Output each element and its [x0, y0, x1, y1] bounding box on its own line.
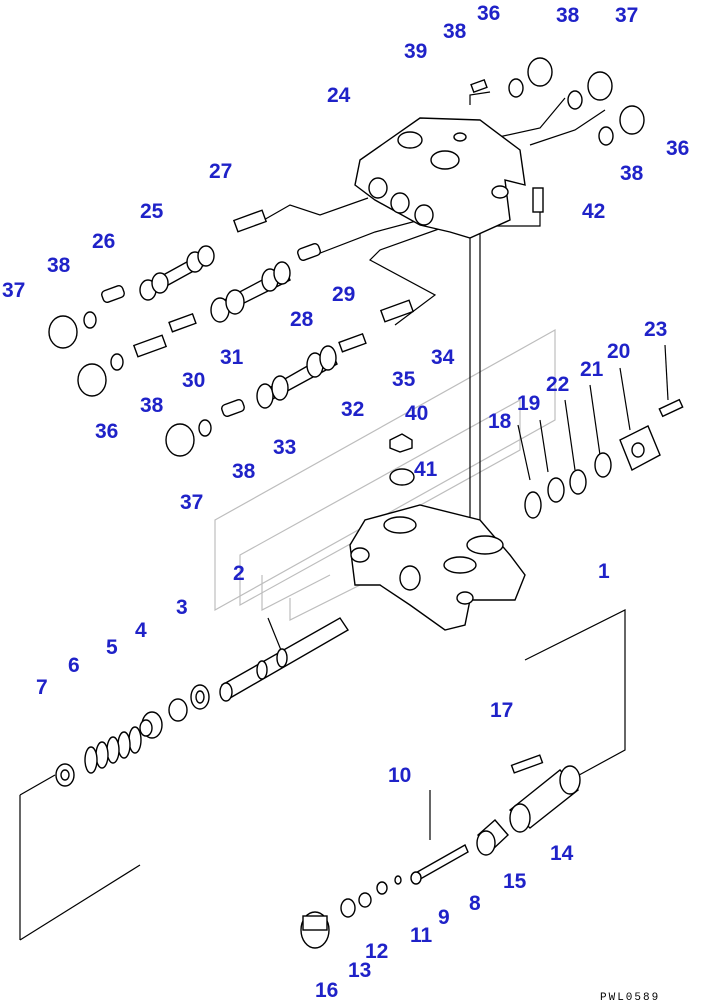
parts-18-23 [524, 398, 684, 519]
callout-30: 30 [182, 369, 205, 392]
callout-40: 40 [405, 402, 428, 425]
callout-11: 11 [410, 924, 433, 947]
spool-32 [256, 345, 338, 409]
callout-23: 23 [644, 318, 667, 341]
bolt-17 [510, 754, 544, 774]
callout-2: 2 [233, 562, 245, 585]
callout-1: 1 [598, 560, 610, 583]
callout-6: 6 [68, 654, 80, 677]
callout-24: 24 [327, 84, 351, 107]
springs-27-30-34 [132, 209, 415, 358]
callout-17: 17 [490, 699, 513, 722]
callout-38: 38 [232, 460, 256, 483]
callout-37: 37 [2, 279, 25, 302]
callout-34: 34 [431, 346, 455, 369]
callout-15: 15 [503, 870, 527, 893]
callout-25: 25 [140, 200, 164, 223]
callout-42: 42 [582, 200, 605, 223]
callout-33: 33 [273, 436, 296, 459]
drawing-reference: PWL0589 [600, 992, 660, 1004]
callouts: 1234567891011121314151617181920212223242… [2, 2, 689, 1002]
callout-39: 39 [404, 40, 427, 63]
callout-37: 37 [615, 4, 638, 27]
plug-16 [300, 911, 330, 949]
spool-28 [210, 261, 291, 323]
callout-26: 26 [92, 230, 115, 253]
callout-19: 19 [517, 392, 540, 415]
spring-6 [84, 726, 142, 774]
callout-18: 18 [488, 410, 512, 433]
callout-41: 41 [414, 458, 438, 481]
pistons-26-29-33 [101, 243, 321, 417]
callout-38: 38 [556, 4, 580, 27]
callout-38: 38 [443, 20, 467, 43]
plugs-36-37 [48, 57, 645, 457]
leader-lines [19, 91, 669, 941]
callout-9: 9 [438, 906, 450, 929]
callout-31: 31 [220, 346, 244, 369]
callout-8: 8 [469, 892, 481, 915]
o-rings-38 [83, 78, 614, 437]
callout-35: 35 [392, 368, 416, 391]
retainer-5 [139, 711, 163, 739]
callout-5: 5 [106, 636, 118, 659]
seat-7 [55, 763, 75, 787]
callout-7: 7 [36, 676, 48, 699]
spool-25 [139, 245, 215, 301]
seals-3-4 [168, 684, 210, 722]
callout-10: 10 [388, 764, 411, 787]
callout-20: 20 [607, 340, 630, 363]
callout-21: 21 [580, 358, 604, 381]
callout-36: 36 [95, 420, 118, 443]
callout-4: 4 [135, 619, 147, 642]
callout-38: 38 [620, 162, 644, 185]
solenoid-14 [508, 765, 581, 833]
callout-3: 3 [176, 596, 188, 619]
sleeve-15 [476, 819, 509, 856]
callout-32: 32 [341, 398, 364, 421]
callout-38: 38 [140, 394, 164, 417]
callout-12: 12 [365, 940, 388, 963]
callout-22: 22 [546, 373, 569, 396]
valve-body-lower [349, 504, 526, 631]
callout-27: 27 [209, 160, 232, 183]
callout-29: 29 [332, 283, 355, 306]
fittings-39-40-41-42 [389, 78, 544, 486]
callout-16: 16 [315, 979, 338, 1002]
callout-14: 14 [550, 842, 574, 865]
valve-body-upper [354, 117, 526, 239]
callout-28: 28 [290, 308, 314, 331]
callout-36: 36 [666, 137, 689, 160]
callout-37: 37 [180, 491, 203, 514]
callout-13: 13 [348, 959, 371, 982]
callout-38: 38 [47, 254, 71, 277]
small-parts-9-11-12-13 [340, 875, 402, 918]
callout-36: 36 [477, 2, 500, 25]
stem-8-10 [410, 844, 469, 885]
spool-2 [219, 617, 349, 702]
